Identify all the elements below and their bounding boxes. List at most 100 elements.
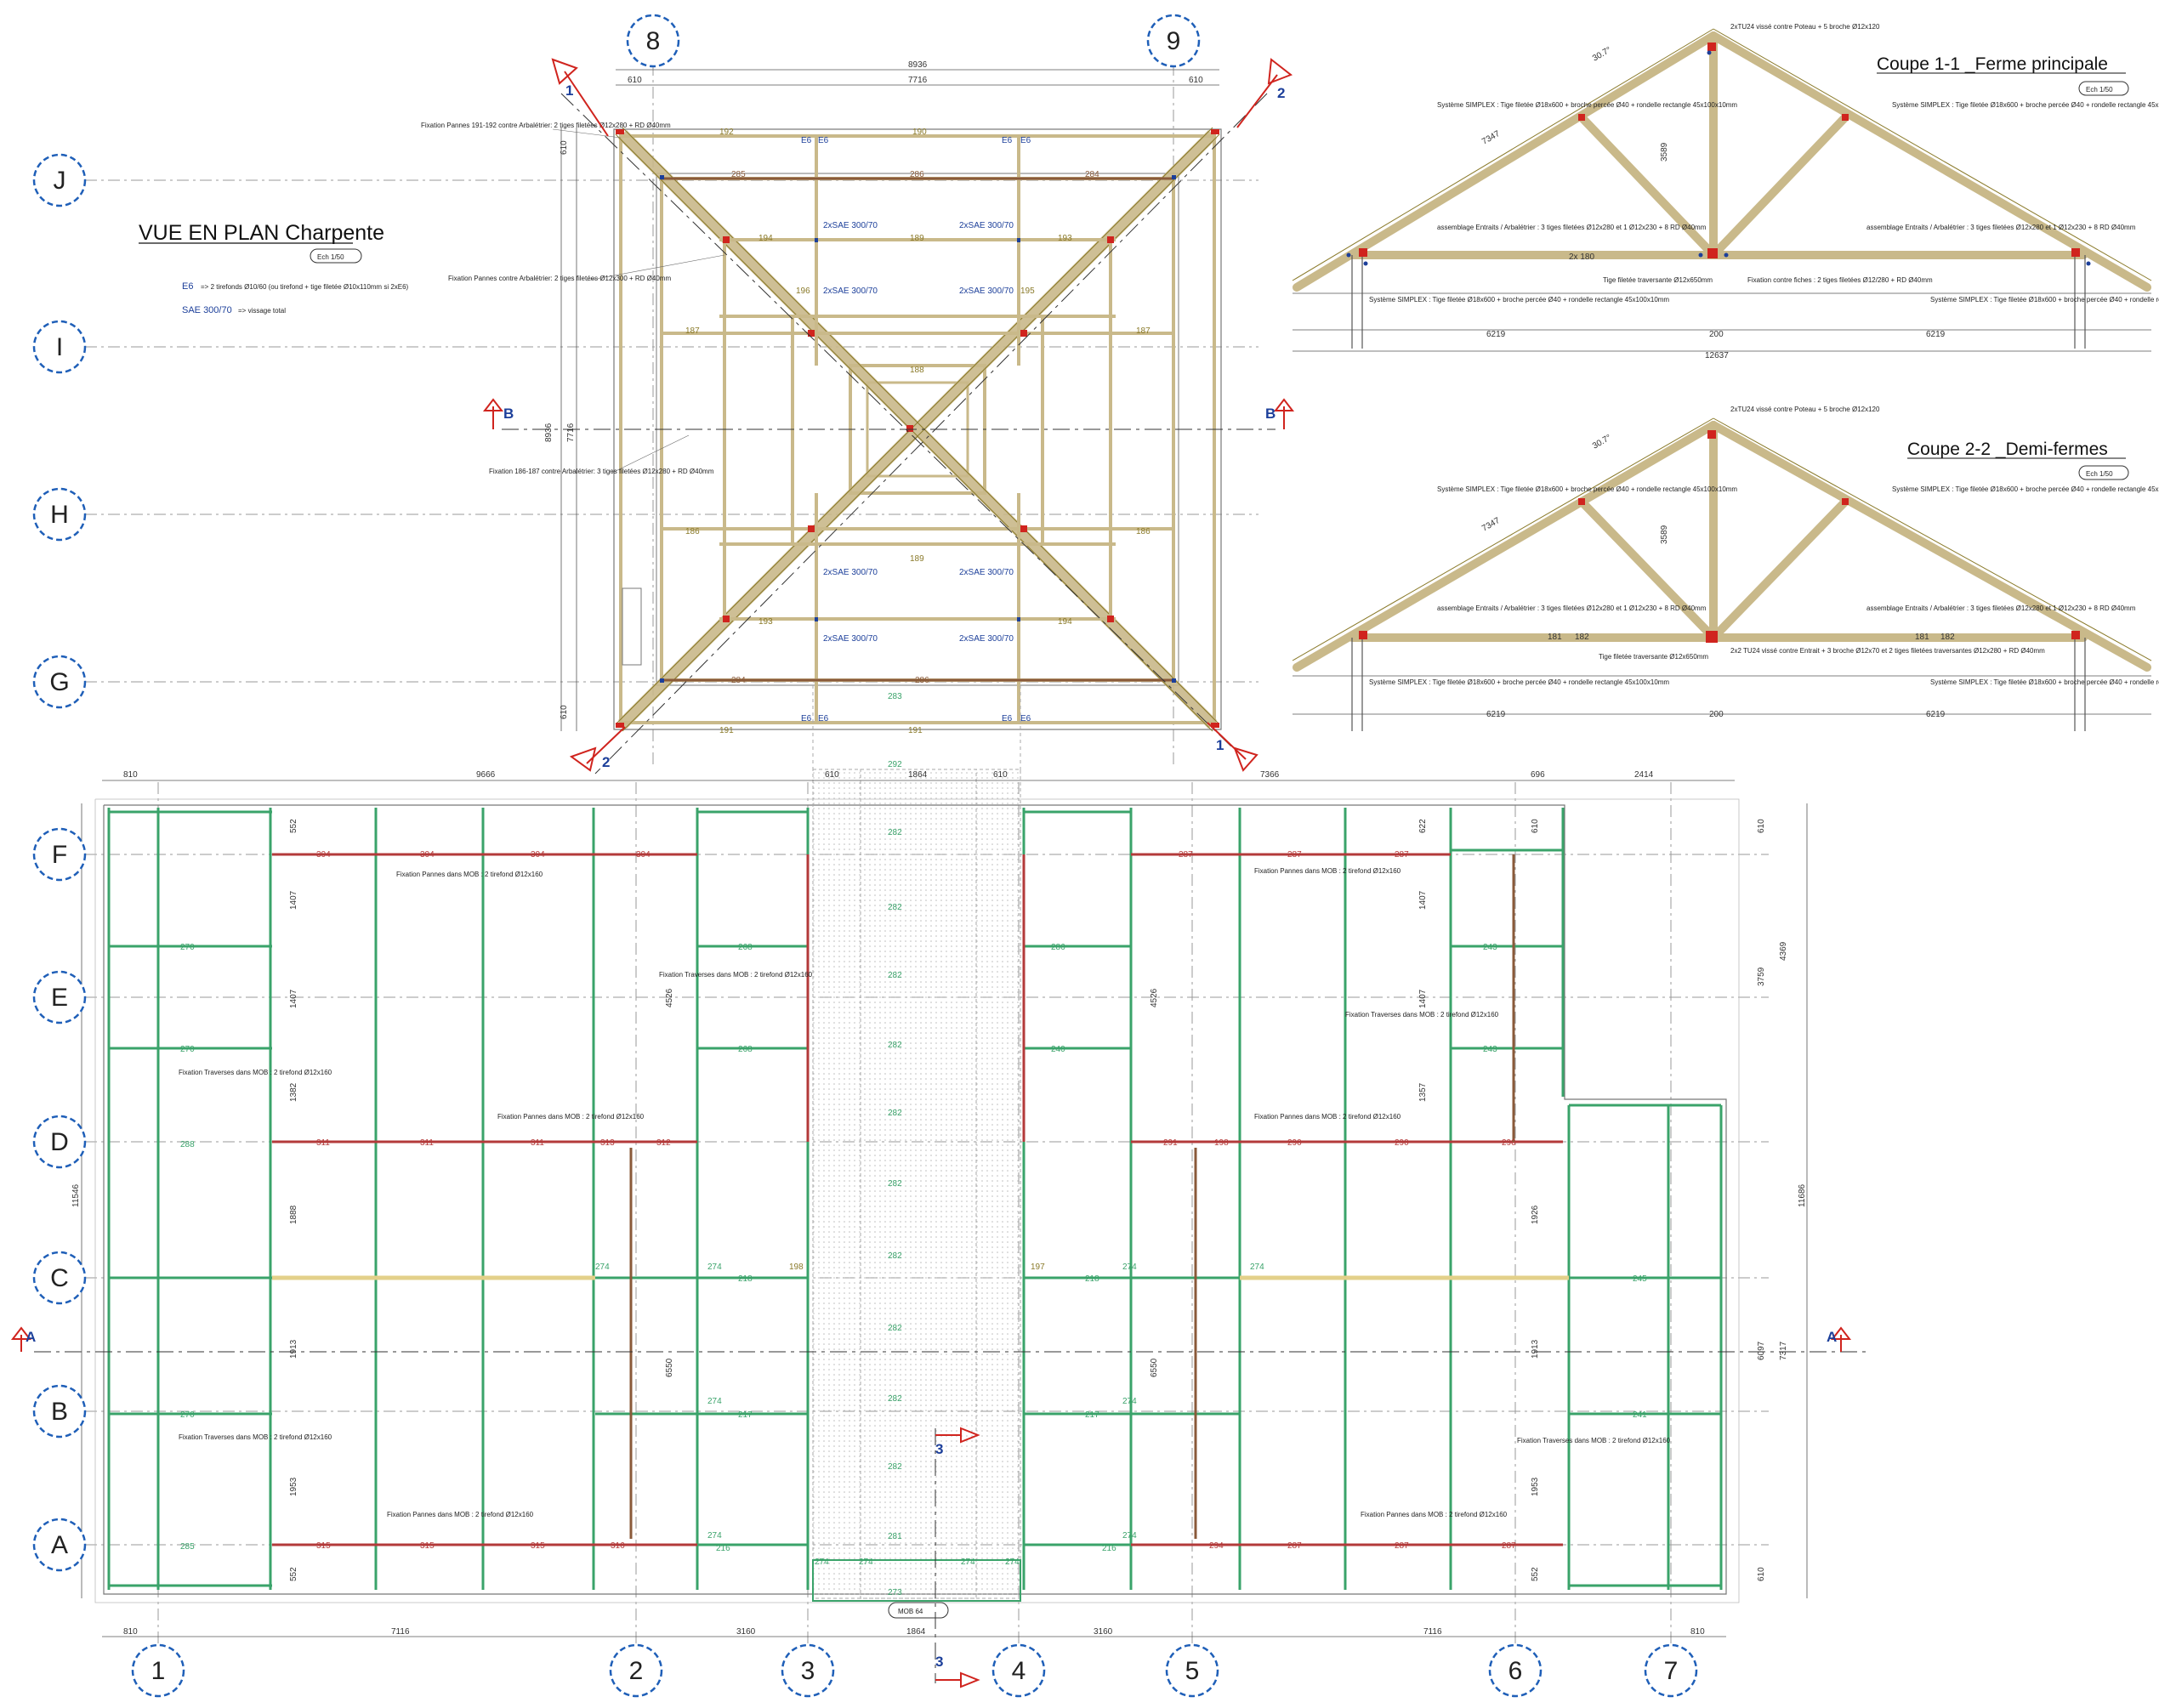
member-label: 315: [531, 1541, 545, 1551]
member-label: E6: [818, 714, 829, 723]
dim-label: 7716: [566, 423, 576, 442]
member-label: 186: [1136, 527, 1151, 536]
member-label: 2xSAE 300/70: [823, 568, 878, 577]
grid-label-row: F: [52, 841, 67, 869]
member-label: 2xSAE 300/70: [823, 287, 878, 296]
annotation: Fixation Pannes dans MOB : 2 tirefond Ø1…: [1254, 1113, 1401, 1121]
section-label: 1: [565, 82, 573, 99]
dim-label: 7347: [1480, 516, 1502, 534]
member-label: 198: [1214, 1138, 1229, 1148]
member-label: 304: [636, 850, 651, 860]
dim-label: 1953: [289, 1477, 298, 1496]
grid-label-row: G: [49, 668, 69, 696]
member-label: 292: [888, 760, 902, 769]
member-label: 241: [1633, 1410, 1647, 1420]
section-1-scale: Ech 1/50: [2086, 86, 2113, 94]
grid-label-col: 4: [1012, 1657, 1026, 1685]
section-arrow-labels: 1 2 2 1 B B A A 3 3: [26, 82, 1837, 1670]
dim-label: 1357: [1418, 1082, 1428, 1102]
member-label: 193: [758, 617, 773, 627]
member-label: 274: [1005, 1558, 1020, 1567]
annotation: Fixation Traverses dans MOB : 2 tirefond…: [1345, 1011, 1499, 1019]
section-label: 3: [935, 1441, 943, 1457]
dim-label: 3759: [1757, 967, 1766, 986]
dim-label: 7716: [908, 76, 928, 85]
annotation: Fixation Traverses dans MOB : 2 tirefond…: [179, 1069, 332, 1076]
member-label: 274: [707, 1263, 722, 1272]
member-label: 316: [611, 1541, 625, 1551]
dim-label: 30.7°: [1591, 433, 1613, 451]
dim-label: 1864: [908, 770, 928, 780]
member-label: 287: [1502, 1541, 1516, 1551]
member-label: 315: [420, 1541, 435, 1551]
member-label: 282: [888, 1394, 902, 1404]
section-label: 3: [935, 1654, 943, 1670]
member-label: 315: [316, 1541, 331, 1551]
grid-label-col: 8: [646, 27, 661, 55]
member-label: 282: [888, 1179, 902, 1189]
section-note: Tige filetée traversante Ø12x650mm: [1599, 653, 1708, 661]
dim-label: 181: [1915, 633, 1929, 642]
dim-label: 810: [123, 770, 138, 780]
section-label: A: [1827, 1329, 1837, 1345]
section-note: assemblage Entraits / Arbalétrier : 3 ti…: [1437, 224, 1707, 231]
dim-label: 7116: [391, 1627, 410, 1637]
member-label: 240: [1051, 1045, 1065, 1054]
roof-plan-annotations: Fixation Pannes 191-192 contre Arbalétri…: [421, 122, 725, 475]
member-label: 274: [815, 1558, 829, 1567]
member-label: E6: [1002, 714, 1013, 723]
upper-grid-lines: [85, 64, 1258, 765]
member-label: 311: [420, 1138, 434, 1148]
dim-label: 11686: [1798, 1183, 1807, 1207]
member-label: 284: [1085, 170, 1099, 179]
member-label: E6: [1020, 136, 1031, 145]
section-2-title: Coupe 2-2 _Demi-fermes: [1907, 440, 2108, 459]
member-label: 304: [316, 850, 331, 860]
member-label: 189: [910, 554, 924, 564]
section-note: Système SIMPLEX : Tige filetée Ø18x600 +…: [1369, 296, 1669, 304]
section-note: Système SIMPLEX : Tige filetée Ø18x600 +…: [1437, 485, 1737, 493]
member-label: E6: [801, 714, 812, 723]
dim-label: 1913: [1531, 1339, 1540, 1359]
member-label: 2xSAE 300/70: [959, 568, 1014, 577]
member-label: 191: [719, 726, 734, 735]
dim-label: 1407: [1418, 890, 1428, 910]
member-label: 294: [1209, 1541, 1224, 1551]
member-label: 282: [888, 971, 902, 980]
member-label: 286: [915, 676, 929, 685]
dim-label: 4526: [665, 988, 674, 1007]
dim-label: 1888: [289, 1205, 298, 1224]
dim-label: 7317: [1779, 1341, 1788, 1360]
annotation: Fixation 186-187 contre Arbalétrier: 3 t…: [489, 468, 714, 475]
grid-label-col: 7: [1664, 1657, 1679, 1685]
member-label: 2xSAE 300/70: [959, 634, 1014, 644]
member-label: 274: [707, 1531, 722, 1541]
dim-label: 810: [123, 1627, 138, 1637]
dim-label: 610: [560, 705, 569, 719]
section-note: 2xTU24 vissé contre Poteau + 5 broche Ø1…: [1730, 23, 1880, 31]
member-label: 285: [180, 1542, 195, 1552]
member-label: 189: [910, 234, 924, 243]
mob-plan-dims: [81, 780, 1808, 1637]
section-note: Système SIMPLEX : Tige filetée Ø18x600 +…: [1437, 101, 1737, 109]
member-label: 270: [180, 1410, 195, 1420]
member-label: 270: [180, 943, 195, 952]
member-label: E6: [801, 136, 812, 145]
member-label: 270: [180, 1045, 195, 1054]
member-label: 286: [1051, 943, 1065, 952]
section-arrows: [10, 58, 1852, 1688]
member-label: 282: [888, 1041, 902, 1050]
member-label: 274: [1122, 1263, 1137, 1272]
member-label: 218: [738, 1274, 753, 1284]
dim-label: 181: [1548, 633, 1562, 642]
grid-label-row: I: [56, 333, 63, 361]
annotation: Fixation Pannes dans MOB : 2 tirefond Ø1…: [396, 871, 543, 878]
member-label: 190: [912, 128, 927, 137]
dim-label: 6219: [1486, 330, 1506, 339]
section-note: Système SIMPLEX : Tige filetée Ø18x600 +…: [1892, 485, 2159, 493]
dim-label: 1926: [1531, 1205, 1540, 1224]
member-label: 193: [1058, 234, 1072, 243]
dim-label: 1913: [289, 1339, 298, 1359]
member-label: 274: [961, 1558, 975, 1567]
member-label: 197: [1031, 1263, 1045, 1272]
